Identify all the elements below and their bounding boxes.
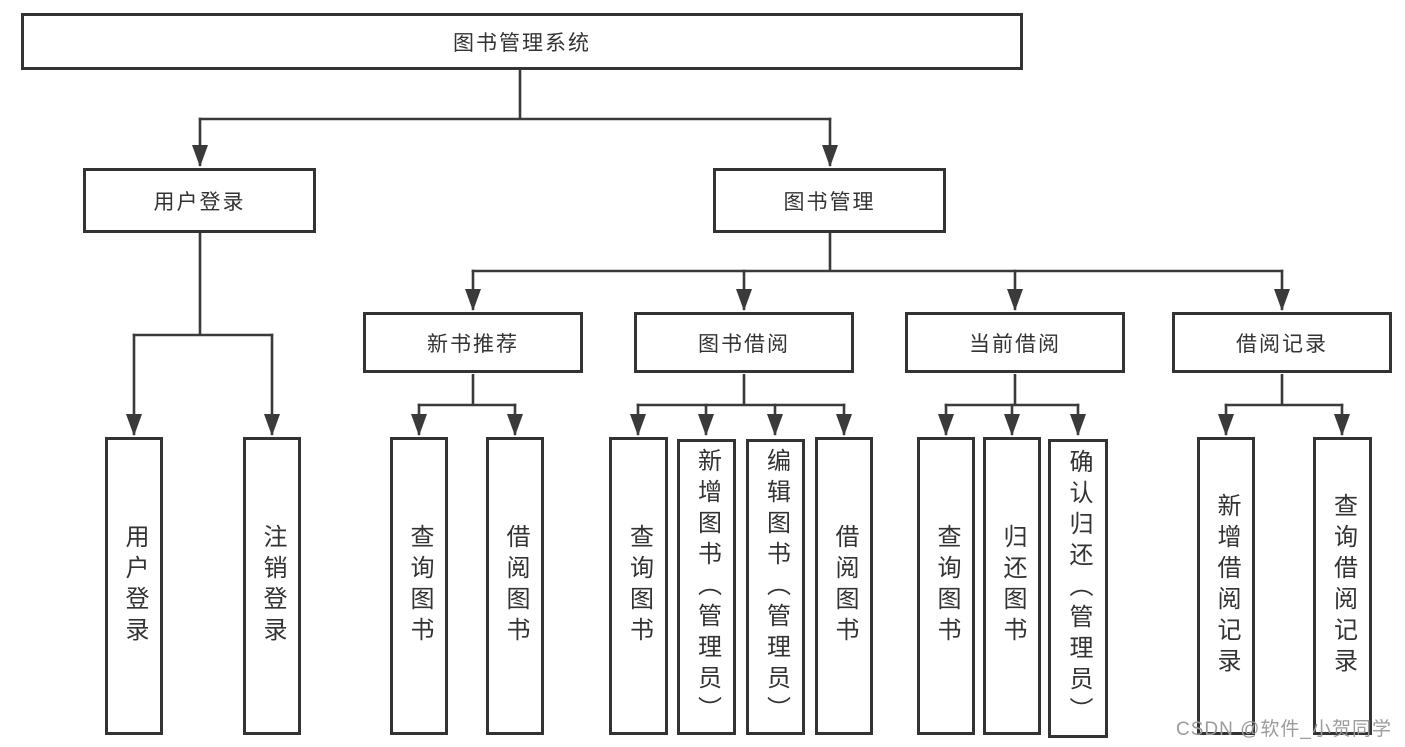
leaf-borrow-borrow-book: 借阅图书 [815, 437, 873, 735]
leaf-records-query-record: 查询借阅记录 [1313, 437, 1372, 735]
leaf-borrow-query-book: 查询图书 [609, 437, 668, 735]
node-new-book-recommend: 新书推荐 [363, 312, 583, 373]
leaf-borrow-add-book-admin: 新增图书（管理员） [677, 439, 736, 735]
node-borrow-records: 借阅记录 [1172, 312, 1392, 373]
leaf-borrow-edit-book-admin: 编辑图书（管理员） [746, 439, 805, 735]
node-current-borrow: 当前借阅 [905, 312, 1125, 373]
node-book-management: 图书管理 [713, 168, 946, 233]
leaf-newbooks-query-book: 查询图书 [390, 437, 448, 735]
leaf-newbooks-borrow-book: 借阅图书 [486, 437, 544, 735]
node-book-borrow: 图书借阅 [634, 312, 854, 373]
leaf-records-add-record: 新增借阅记录 [1197, 437, 1255, 735]
leaf-logout: 注销登录 [243, 437, 301, 735]
node-library-system: 图书管理系统 [21, 13, 1023, 70]
leaf-current-confirm-return-admin: 确认归还（管理员） [1048, 439, 1108, 738]
leaf-current-return-book: 归还图书 [983, 437, 1041, 735]
leaf-user-login: 用户登录 [105, 437, 163, 735]
leaf-current-query-book: 查询图书 [917, 437, 975, 735]
node-user-login: 用户登录 [83, 168, 316, 233]
